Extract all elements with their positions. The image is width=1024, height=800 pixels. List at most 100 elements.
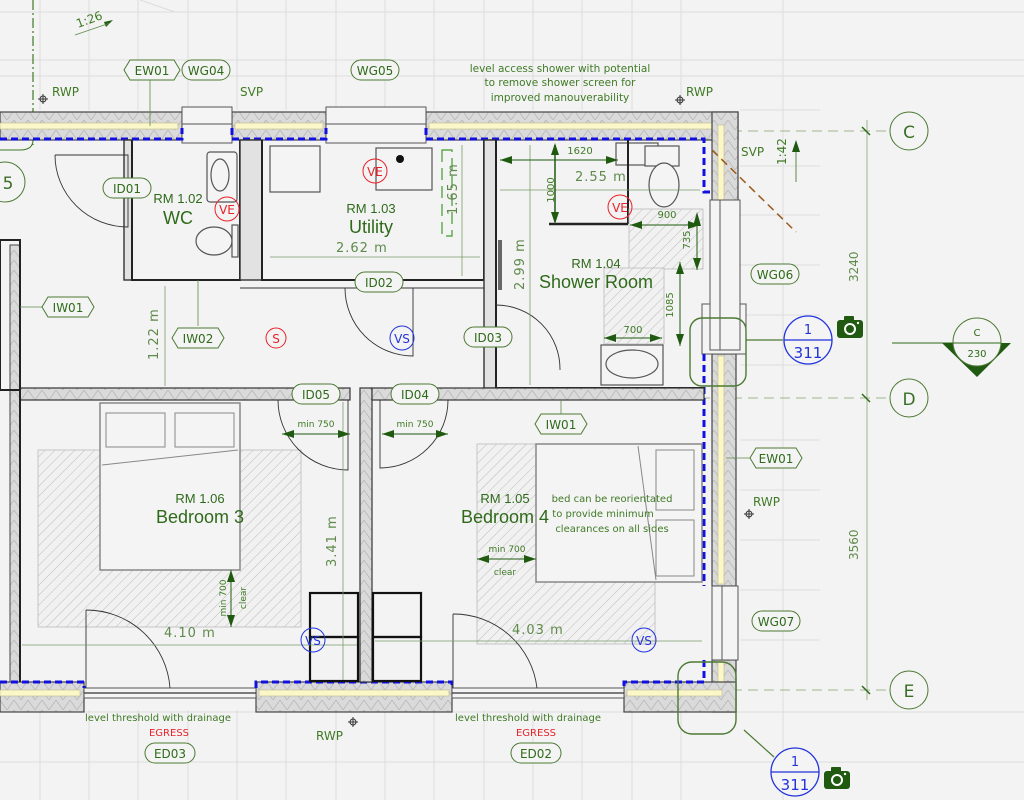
tag-ew01-right[interactable]: EW01 [749,447,803,469]
dim-735: 735 [682,230,693,249]
s-symbol-corridor[interactable]: S [265,327,287,349]
svg-text:ID04: ID04 [401,388,429,402]
vs-symbol-corridor[interactable]: VS [389,325,415,351]
tag-wg05[interactable]: WG05 [350,59,400,81]
dimension-lines [22,145,702,680]
room-name-bedroom4: Bedroom 4 [461,507,549,527]
fixtures [195,140,680,683]
note-threshold-ed03: level threshold with drainage [85,713,231,724]
tag-wg04[interactable]: WG04 [181,59,231,81]
rwp-label-topleft: RWP [52,85,79,99]
tag-id05[interactable]: ID05 [291,383,341,405]
grid-bubble-e[interactable]: E [889,670,929,710]
svg-text:EW01: EW01 [759,452,794,466]
tag-wg06[interactable]: WG06 [750,263,800,285]
room-number-bedroom3: RM 1.06 [175,491,224,506]
tag-ed02[interactable]: ED02 [510,742,562,764]
vs-symbol-bedroom3[interactable]: VS [300,627,326,653]
crosshair-icon [348,717,358,727]
room-number-bedroom4: RM 1.05 [480,491,529,506]
svg-text:S: S [272,332,280,346]
camera-icon[interactable] [824,767,850,789]
rwp-label-topright: RWP [686,85,713,99]
tag-ed03[interactable]: ED03 [144,742,196,764]
svg-text:IW02: IW02 [183,332,214,346]
dim-700: 700 [623,325,642,336]
scale-arrow-up-icon [792,140,800,152]
tag-id03[interactable]: ID03 [463,326,513,348]
dim-1085: 1085 [665,292,676,317]
door-swings [54,154,561,689]
room-name-bedroom3: Bedroom 3 [156,507,244,527]
svg-text:EW01: EW01 [135,64,170,78]
vapour-control-layer [0,128,712,688]
room-number-shower: RM 1.04 [571,256,620,271]
note-shower-2: to remove shower screen for [484,77,636,89]
grid-bubble-c[interactable]: C [889,111,929,151]
svg-text:VE: VE [612,201,628,215]
svg-text:WG07: WG07 [758,615,794,629]
svg-text:WG04: WG04 [188,64,224,78]
svg-text:C: C [974,328,981,339]
dim-min700-bed3: min 700 [219,579,229,616]
room-name-wc: WC [163,208,193,228]
ve-symbol-utility[interactable]: VE [362,158,388,184]
dim-shower-height: 2.99 m [513,238,528,290]
svg-text:C: C [903,123,915,143]
tag-id02[interactable]: ID02 [354,271,404,293]
dim-1620: 1620 [567,146,592,157]
note-bed-3: clearances on all sides [555,524,668,535]
room-name-utility: Utility [349,217,393,237]
camera-icon[interactable] [837,316,863,338]
tag-wg07[interactable]: WG07 [751,610,801,632]
tag-iw01-corridor[interactable]: IW01 [41,296,95,318]
crosshair-icon [675,95,685,105]
grid-bubble-5[interactable]: 5 [0,161,26,203]
internal-walls [0,139,705,683]
svg-text:VS: VS [636,634,652,648]
svg-text:1: 1 [791,755,799,770]
room-number-utility: RM 1.03 [346,201,395,216]
rwp-label-right: RWP [753,495,780,509]
svg-text:ID03: ID03 [474,331,502,345]
view-callout-region-1 [689,317,783,387]
svg-text:E: E [904,682,915,702]
svg-text:IW01: IW01 [53,301,84,315]
note-bed-1: bed can be reorientated [552,494,673,505]
svg-text:VS: VS [305,634,321,648]
structural-grid-lines [0,0,890,700]
ve-symbol-wc[interactable]: VE [214,196,240,222]
grid-bubble-d[interactable]: D [889,378,929,418]
svg-text:ED02: ED02 [520,747,552,761]
dim-utility-width: 2.62 m [336,241,388,256]
tag-ew01-top[interactable]: EW01 [123,59,181,81]
dim-utility-height: 1.65 m [446,163,461,215]
view-reference-1[interactable]: 1 311 [783,315,833,365]
svg-text:IW01: IW01 [546,418,577,432]
dim-grid-c-d: 3240 [847,251,861,282]
tag-id04[interactable]: ID04 [390,383,440,405]
dim-grid-d-e: 3560 [847,529,861,560]
view-callout-region-2 [677,661,775,758]
section-marker[interactable]: C 230 [892,317,1011,377]
svg-text:WG06: WG06 [757,268,793,282]
svg-text:230: 230 [967,349,986,360]
svg-text:D: D [902,390,915,410]
tag-id01[interactable]: ID01 [102,177,152,199]
tag-iw01-bedroom4[interactable]: IW01 [534,413,588,435]
room-number-wc: RM 1.02 [153,191,202,206]
dim-clear-bed3: clear [239,587,249,610]
tag-iw02[interactable]: IW02 [171,327,225,349]
egress-label-ed02: EGRESS [516,728,556,739]
dim-900: 900 [657,210,676,221]
svg-text:5: 5 [3,174,14,194]
dim-bedroom3-height: 3.41 m [325,515,340,567]
svg-text:ED03: ED03 [154,747,186,761]
room-name-shower: Shower Room [539,272,653,292]
svg-text:311: 311 [794,344,823,362]
note-shower-1: level access shower with potential [470,63,651,75]
ve-symbol-shower[interactable]: VE [607,194,633,220]
svp-label-top: SVP [240,85,263,99]
view-reference-2[interactable]: 1 311 [770,747,820,797]
vs-symbol-bedroom4[interactable]: VS [631,627,657,653]
